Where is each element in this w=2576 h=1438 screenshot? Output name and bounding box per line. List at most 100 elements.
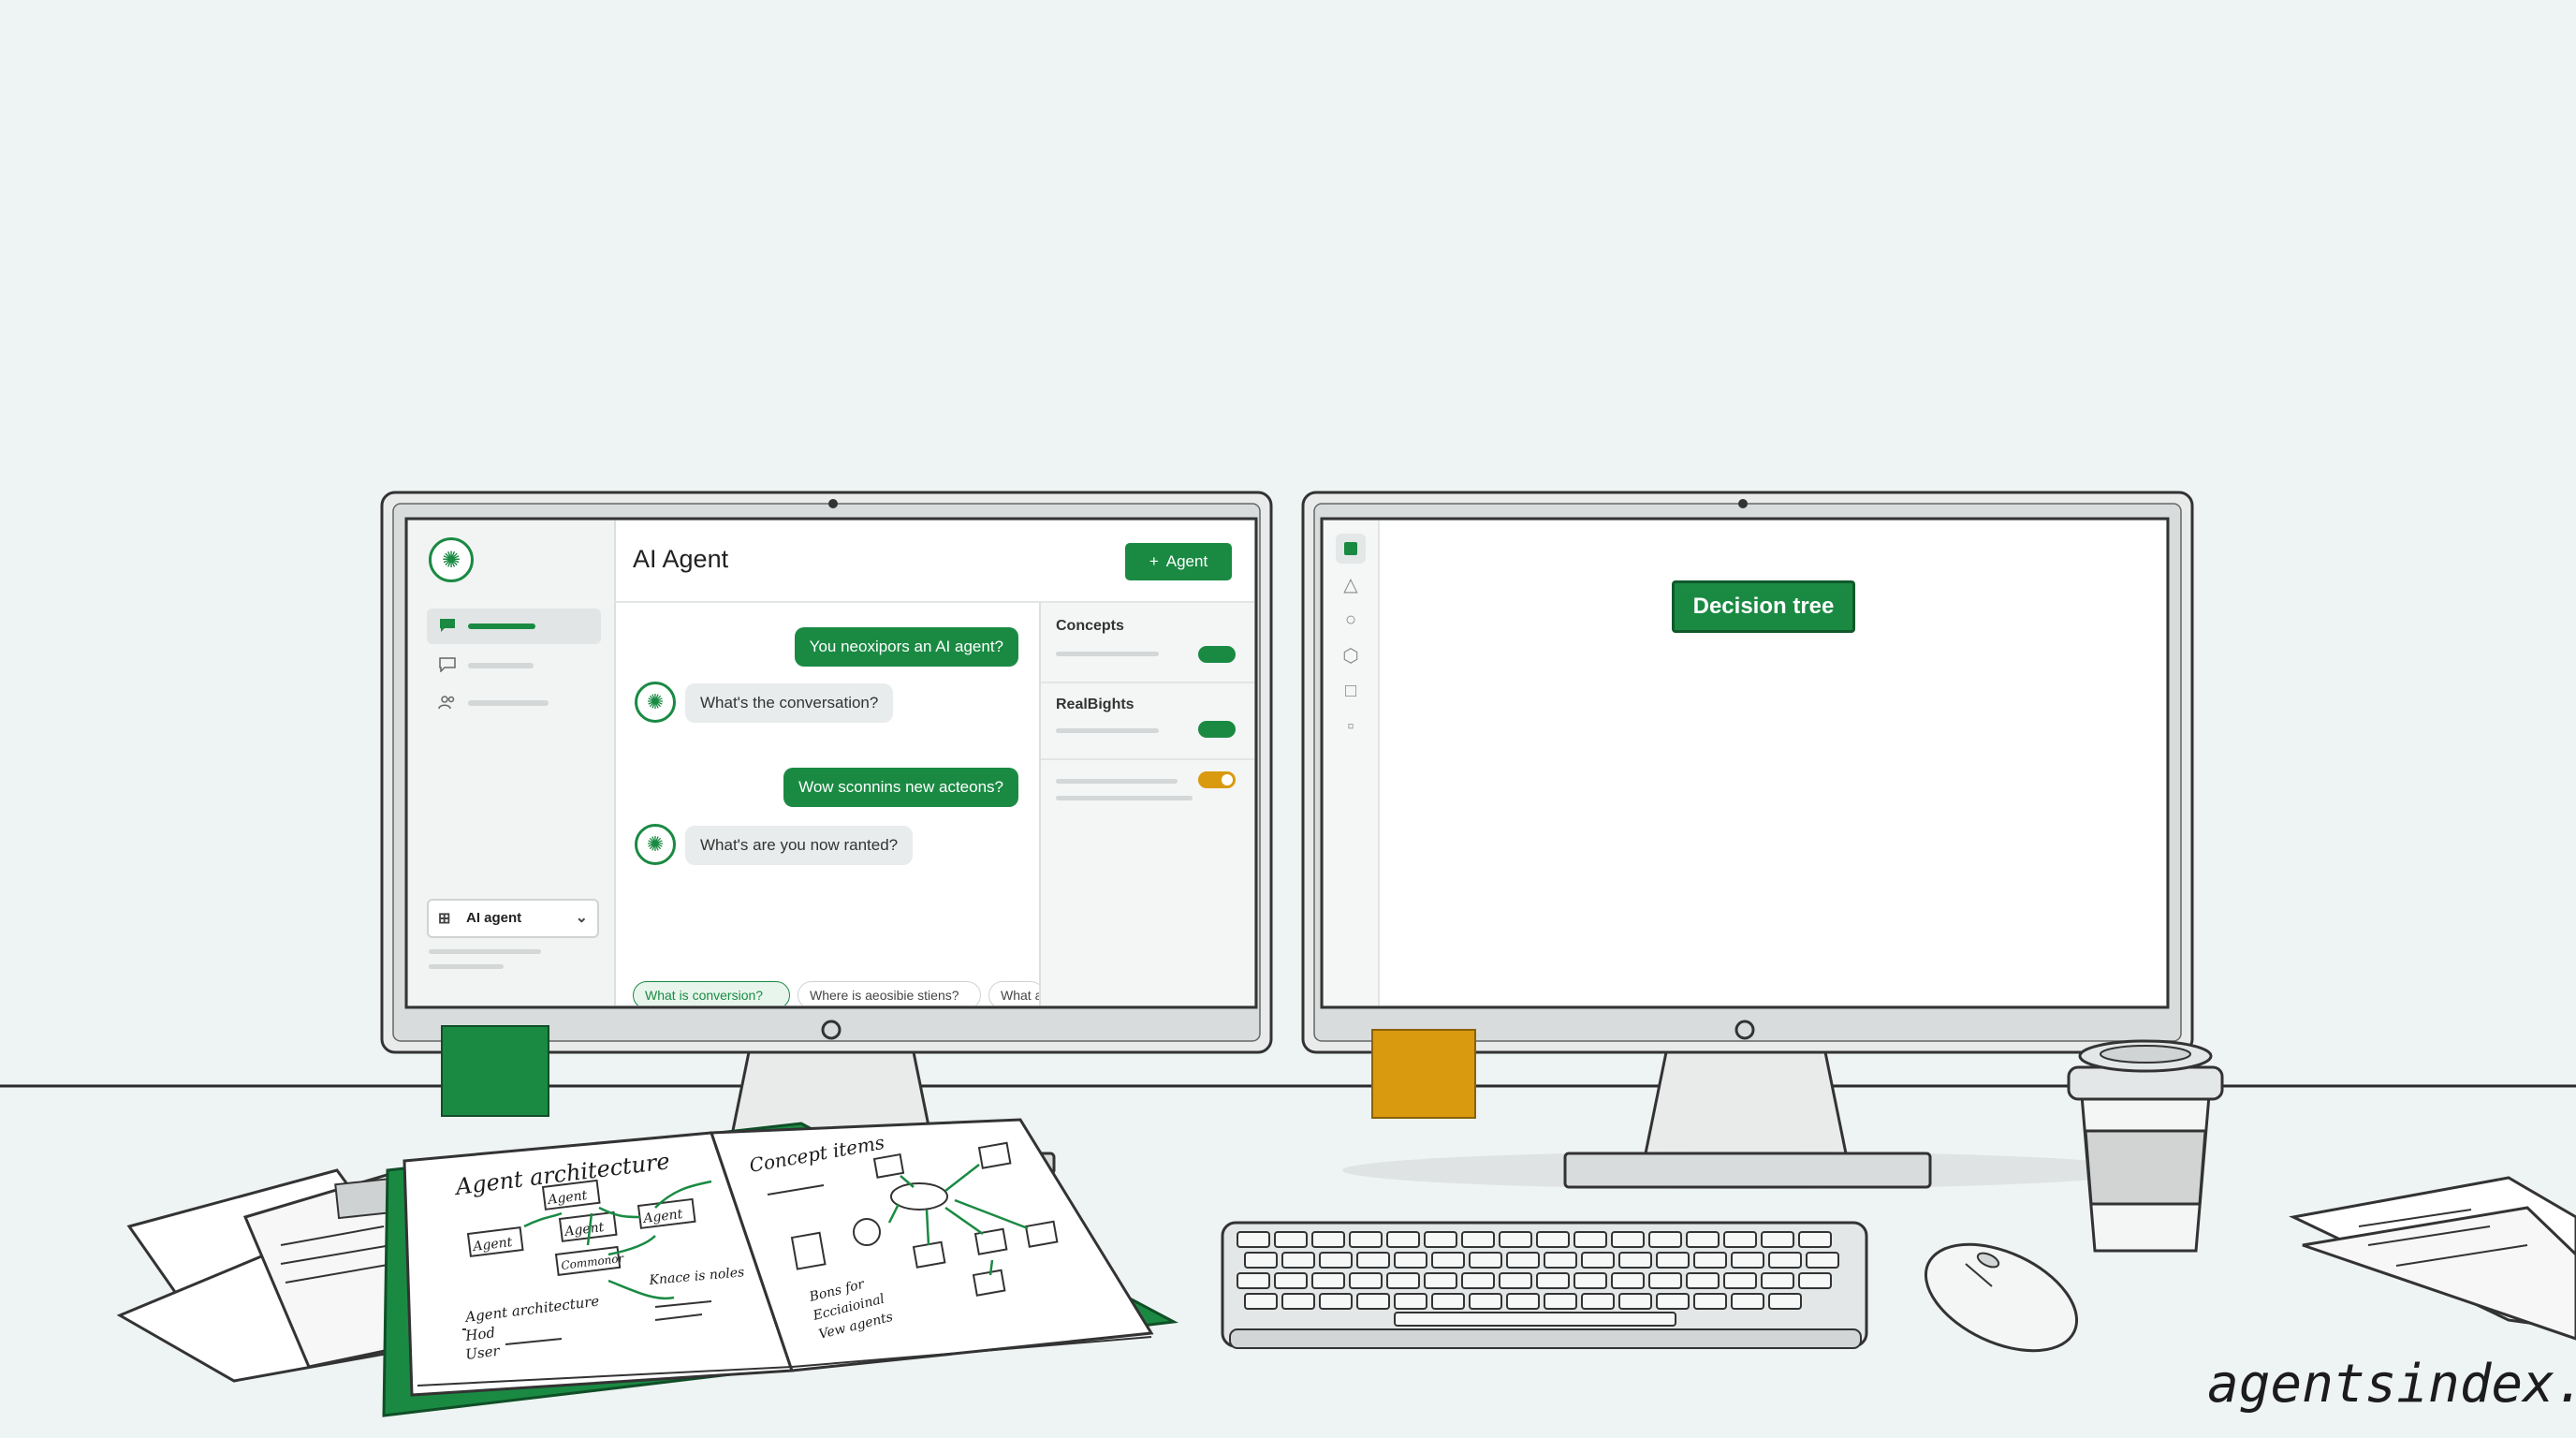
tool-hexagon[interactable]: ⬡ <box>1336 640 1366 670</box>
coffee-cup <box>2067 1039 2224 1253</box>
sidebar-item-label <box>468 700 549 706</box>
header-divider <box>614 601 1254 603</box>
suggestion-chip[interactable]: Where is aeosibie stiens? <box>798 981 981 1005</box>
openai-knot-icon[interactable]: ✺ <box>429 537 474 582</box>
keyboard <box>1221 1221 1868 1349</box>
keyboard-key <box>1656 1252 1690 1269</box>
chat-bubble-icon <box>439 657 456 672</box>
keyboard-key <box>1618 1252 1652 1269</box>
suggestion-chip[interactable]: What is conversion? <box>633 981 790 1005</box>
user-message: Wow sconnins new acteons? <box>783 768 1018 807</box>
add-agent-button[interactable]: + Agent <box>1125 543 1232 580</box>
keyboard-key <box>1274 1272 1308 1289</box>
chat-thread: You neoxipors an AI agent? ✺ What's the … <box>614 603 1045 1005</box>
notebook: Agent architecture Agent Agent Agent Age… <box>382 1118 1178 1417</box>
small-square-icon: ▫ <box>1347 715 1354 737</box>
concepts-toggle[interactable] <box>1198 646 1236 663</box>
keyboard-key <box>1237 1272 1270 1289</box>
keyboard-key <box>1386 1231 1420 1248</box>
keyboard-key <box>1349 1231 1383 1248</box>
paper-stack-left <box>116 1168 490 1383</box>
panel-section-title: Concepts <box>1056 618 1124 634</box>
diagram-editor-window: △ ○ ⬡ □ ▫ Decision tree <box>1324 521 2166 1005</box>
keyboard-key <box>1237 1231 1270 1248</box>
keyboard-key <box>1806 1252 1839 1269</box>
sidebar: ✺ ⊞ AI agent ⌄ <box>408 521 616 1005</box>
paper-stack-right <box>2289 1176 2576 1341</box>
panel-line <box>1056 779 1178 784</box>
keyboard-key <box>1768 1252 1802 1269</box>
users-icon <box>438 696 455 710</box>
user-message: You neoxipors an AI agent? <box>794 627 1018 667</box>
tool-small-square[interactable]: ▫ <box>1336 712 1366 741</box>
keyboard-key <box>1731 1252 1764 1269</box>
realbights-toggle[interactable] <box>1198 721 1236 738</box>
keyboard-key <box>1581 1252 1615 1269</box>
keyboard-key <box>1536 1272 1570 1289</box>
suggestion-chip[interactable]: What ar <box>988 981 1045 1005</box>
keyboard-key <box>1424 1231 1457 1248</box>
extra-toggle[interactable] <box>1198 771 1236 788</box>
keyboard-key <box>1686 1272 1720 1289</box>
agent-select[interactable]: ⊞ AI agent ⌄ <box>427 899 599 938</box>
keyboard-key <box>1798 1231 1832 1248</box>
keyboard-key <box>1319 1252 1353 1269</box>
bot-message: What's are you now ranted? <box>685 826 914 865</box>
keyboard-key <box>1611 1272 1645 1289</box>
tool-rect[interactable]: □ <box>1336 676 1366 706</box>
keyboard-key <box>1536 1231 1570 1248</box>
chat-filled-icon <box>440 619 455 632</box>
mouse <box>1924 1242 2079 1353</box>
keyboard-key <box>1648 1272 1682 1289</box>
tool-triangle[interactable]: △ <box>1336 569 1366 599</box>
keyboard-key <box>1424 1272 1457 1289</box>
triangle-icon: △ <box>1343 574 1358 595</box>
keyboard-key <box>1573 1231 1607 1248</box>
keyboard-key <box>1386 1272 1420 1289</box>
notebook-node: Agent <box>641 1207 684 1226</box>
sidebar-item-conversations[interactable] <box>427 648 601 683</box>
keyboard-key <box>1618 1293 1652 1310</box>
agent-select-value: AI agent <box>466 910 522 926</box>
keyboard-key <box>1506 1252 1540 1269</box>
keyboard-key <box>1244 1252 1278 1269</box>
bot-avatar-icon: ✺ <box>635 682 676 723</box>
bot-avatar-icon: ✺ <box>635 824 676 865</box>
keyboard-key <box>1506 1293 1540 1310</box>
panel-section-title: RealBights <box>1056 697 1134 712</box>
panel-section-realbights: RealBights <box>1041 682 1254 760</box>
keyboard-key <box>1731 1293 1764 1310</box>
panel-line <box>1056 728 1159 733</box>
notebook-node: Agent <box>471 1235 514 1255</box>
keyboard-key <box>1768 1293 1802 1310</box>
keyboard-key <box>1311 1272 1345 1289</box>
sidebar-item-users[interactable] <box>427 685 601 721</box>
keyboard-keys <box>1237 1231 1839 1327</box>
sidebar-footer-line <box>429 964 504 969</box>
keyboard-key <box>1761 1272 1794 1289</box>
add-agent-label: Agent <box>1165 552 1208 570</box>
keyboard-key <box>1349 1272 1383 1289</box>
diagram-title-node[interactable]: Decision tree <box>1672 580 1855 633</box>
sidebar-item-label <box>468 663 534 668</box>
keyboard-key <box>1581 1293 1615 1310</box>
keyboard-key <box>1544 1252 1577 1269</box>
keyboard-key <box>1686 1231 1720 1248</box>
page-title: AI Agent <box>633 545 729 573</box>
keyboard-key <box>1723 1231 1757 1248</box>
keyboard-key <box>1356 1252 1390 1269</box>
bot-message: What's the conversation? <box>685 683 894 723</box>
tool-circle[interactable]: ○ <box>1336 605 1366 635</box>
keyboard-key <box>1311 1231 1345 1248</box>
keyboard-key <box>1281 1293 1315 1310</box>
keyboard-key <box>1244 1293 1278 1310</box>
tool-square[interactable] <box>1336 534 1366 564</box>
keyboard-key <box>1499 1272 1532 1289</box>
keyboard-key <box>1319 1293 1353 1310</box>
chat-app-window: ✺ ⊞ AI agent ⌄ AI Agent + <box>408 521 1254 1005</box>
panel-section-concepts: Concepts <box>1041 603 1254 683</box>
square-icon <box>1344 542 1357 555</box>
keyboard-key <box>1656 1293 1690 1310</box>
panel-section-extra <box>1041 758 1254 833</box>
sidebar-item-chats[interactable] <box>427 609 601 644</box>
